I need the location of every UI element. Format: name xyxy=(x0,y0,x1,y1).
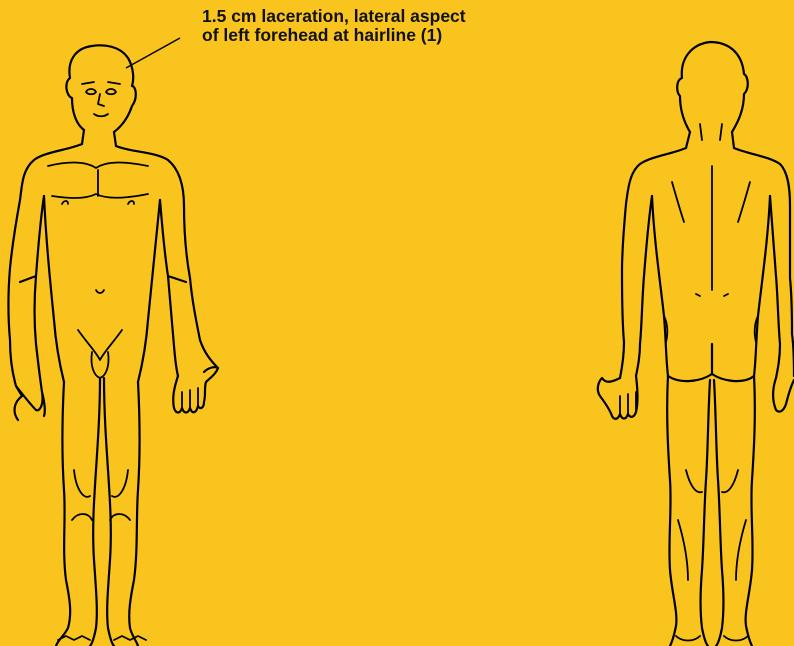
annotation-line-2: of left forehead at hairline (1) xyxy=(202,26,466,45)
injury-annotation: 1.5 cm laceration, lateral aspect of lef… xyxy=(202,7,466,45)
annotation-line-1: 1.5 cm laceration, lateral aspect xyxy=(202,7,466,26)
